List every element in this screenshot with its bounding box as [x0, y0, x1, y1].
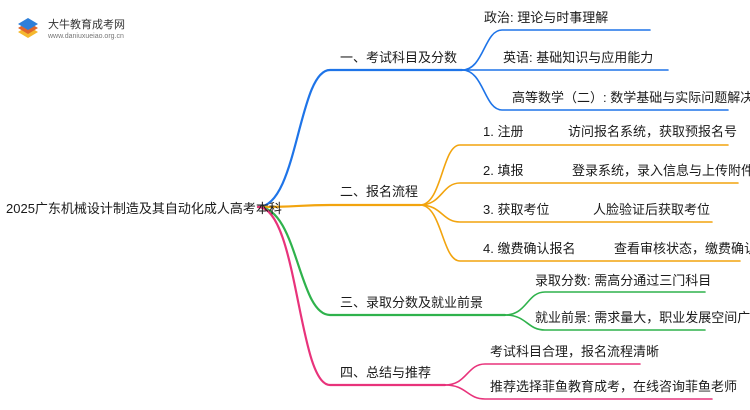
leaf-career: 就业前景: 需求量大，职业发展空间广	[535, 310, 750, 325]
step-fill: 2. 填报	[483, 163, 524, 178]
step-seat-desc: 人脸验证后获取考位	[593, 202, 711, 217]
step-seat: 3. 获取考位	[483, 202, 550, 217]
branch-admission-career: 三、录取分数及就业前景	[340, 295, 484, 310]
leaf-summary: 考试科目合理，报名流程清晰	[490, 344, 660, 359]
leaf-connector-2-3	[419, 204, 713, 223]
step-fill-desc: 登录系统，录入信息与上传附件	[572, 163, 750, 178]
leaf-english: 英语: 基础知识与应用能力	[503, 50, 654, 65]
leaf-connector-1-1	[461, 29, 651, 71]
step-pay-desc: 查看审核状态，缴费确认	[614, 241, 750, 256]
branch-summary: 四、总结与推荐	[340, 365, 432, 380]
branch-connector-1	[256, 68, 464, 209]
leaf-connector-1-3	[461, 69, 729, 111]
step-register: 1. 注册	[483, 124, 524, 139]
leaf-recommend: 推荐选择菲鱼教育成考，在线咨询菲鱼老师	[490, 379, 738, 394]
branch-connector-4	[256, 205, 447, 387]
branch-connector-2	[256, 203, 422, 209]
branch-exam-subjects: 一、考试科目及分数	[340, 50, 458, 65]
leaf-connector-4-1	[444, 363, 641, 386]
leaf-connector-2-4	[419, 204, 741, 262]
leaf-connector-2-1	[419, 144, 729, 206]
leaf-admission-score: 录取分数: 需高分通过三门科目	[535, 273, 712, 288]
step-pay: 4. 缴费确认报名	[483, 241, 576, 256]
leaf-connector-3-1	[504, 291, 706, 316]
site-logo: 大牛教育成考网 www.daniuxueiao.org.cn	[14, 12, 144, 48]
branch-connector-3	[256, 205, 507, 317]
logo-url: www.daniuxueiao.org.cn	[48, 33, 124, 40]
leaf-connector-2-2	[419, 182, 739, 206]
leaf-connector-3-2	[504, 314, 706, 331]
branch-registration: 二、报名流程	[340, 184, 419, 199]
root-topic: 2025广东机械设计制造及其自动化成人高考本科	[6, 201, 282, 216]
leaf-math: 高等数学（二）: 数学基础与实际问题解决	[512, 90, 750, 105]
book-stack-icon	[18, 18, 38, 38]
leaf-connector-4-2	[444, 384, 713, 400]
logo-name: 大牛教育成考网	[48, 19, 125, 31]
leaf-politics: 政治: 理论与时事理解	[484, 10, 609, 25]
step-register-desc: 访问报名系统，获取预报名号	[568, 124, 738, 139]
